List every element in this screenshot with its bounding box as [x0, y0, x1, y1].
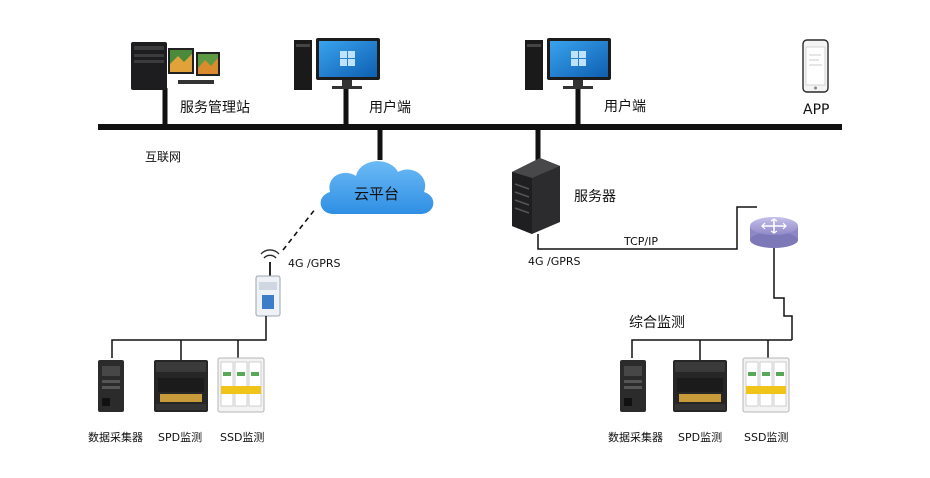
- user-terminal-2-label: 用户端: [604, 99, 646, 115]
- desktop-pc-icon: [525, 38, 611, 90]
- left-field-bus: [111, 316, 267, 358]
- internet-label: 互联网: [145, 150, 182, 164]
- workstation-icon: [131, 42, 220, 90]
- spd-monitor-icon: [673, 360, 727, 412]
- right-ssd-label: SSD监测: [744, 431, 789, 444]
- monitoring-group-label: 综合监测: [629, 315, 685, 331]
- left-collector-label: 数据采集器: [88, 431, 143, 444]
- spd-monitor-icon: [154, 360, 208, 412]
- smartphone-icon: [802, 39, 829, 93]
- tower-server-icon: [512, 158, 560, 234]
- ssd-monitor-icon: [217, 357, 265, 413]
- right-collector-label: 数据采集器: [608, 431, 663, 444]
- wireless-link-cloud: [282, 207, 317, 251]
- router-icon: [750, 217, 798, 248]
- left-ssd-label: SSD监测: [220, 431, 265, 444]
- server-label: 服务器: [574, 189, 616, 205]
- router-downlink: [773, 248, 793, 340]
- tcp-ip-label: TCP/IP: [624, 235, 658, 248]
- app-label: APP: [803, 102, 830, 118]
- right-field-bus: [631, 339, 792, 358]
- ssd-monitor-icon: [742, 357, 790, 413]
- internet-bus: [98, 124, 842, 130]
- right-wireless-label: 4G /GPRS: [528, 255, 581, 268]
- cloud-icon: [320, 161, 434, 214]
- dtu-gateway-icon: [255, 249, 281, 317]
- left-wireless-label: 4G /GPRS: [288, 257, 341, 270]
- left-spd-label: SPD监测: [158, 431, 203, 444]
- data-collector-icon: [98, 360, 124, 412]
- right-spd-label: SPD监测: [678, 431, 723, 444]
- user-terminal-1-label: 用户端: [369, 100, 411, 116]
- management-station-label: 服务管理站: [180, 100, 250, 116]
- data-collector-icon: [620, 360, 646, 412]
- desktop-pc-icon: [294, 38, 380, 90]
- cloud-label: 云平台: [354, 185, 400, 203]
- tcp-link: [537, 206, 757, 250]
